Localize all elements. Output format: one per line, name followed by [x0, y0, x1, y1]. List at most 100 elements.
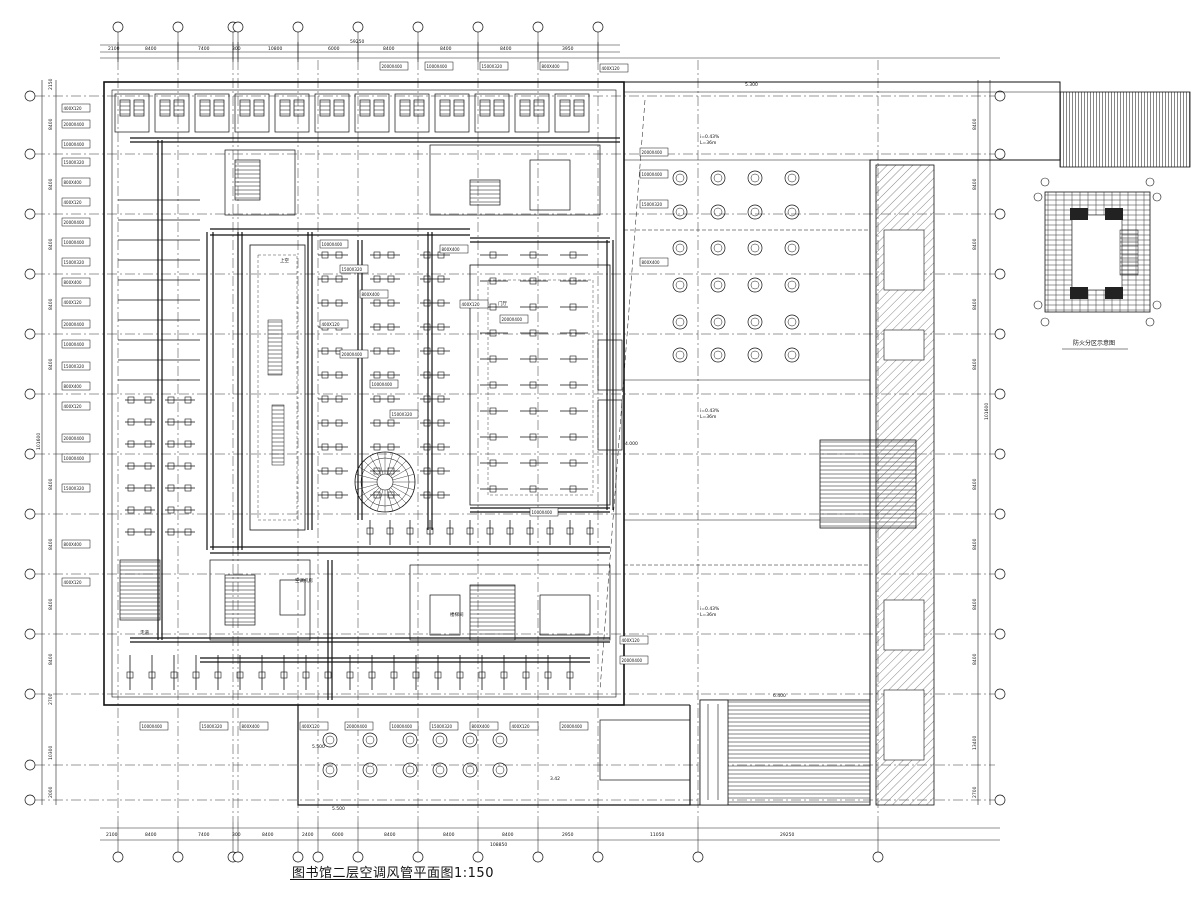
diffuser — [387, 347, 395, 355]
dim-right-3: 8400 — [972, 238, 978, 250]
bottom-axis-bubbles — [112, 822, 884, 863]
diffuser — [127, 528, 135, 536]
duct-callout: 800X400 — [639, 257, 669, 267]
ahu-room — [514, 93, 550, 133]
diffuser — [486, 527, 494, 535]
duct-callout-text: 1000X400 — [532, 510, 553, 515]
duct-callout: 1500X320 — [61, 361, 91, 371]
east-core-hatch — [819, 164, 935, 806]
duct-callout-text: 800X400 — [362, 292, 380, 297]
diffuser — [280, 671, 288, 679]
dim-right-9: 8400 — [972, 653, 978, 665]
stair-tread — [377, 489, 384, 512]
hall-column-inner — [750, 207, 760, 217]
bottom-dimension-labels: 2100 8400 7400 300 8400 2400 6000 8400 8… — [106, 832, 794, 848]
diffuser — [127, 418, 135, 426]
duct-callout-text: 2000X400 — [562, 724, 583, 729]
duct-callout-box — [61, 381, 91, 391]
duct-callout-text: 1000X400 — [372, 382, 393, 387]
level-l5: 4.000 — [625, 441, 638, 447]
stair-tread — [391, 466, 412, 479]
duct-callout-box — [61, 577, 91, 587]
duct-callout-text: 1000X400 — [64, 142, 85, 147]
bottom-dimension-chain — [100, 827, 1000, 841]
hall-column — [747, 170, 763, 186]
duct-callout-box — [639, 199, 669, 209]
diffuser — [324, 671, 332, 679]
hall-column-inner — [675, 207, 685, 217]
hall-column-inner — [750, 173, 760, 183]
diffuser — [529, 381, 537, 389]
diffuser — [489, 329, 497, 337]
hall-column — [784, 314, 800, 330]
inset-axis-bubble — [1152, 192, 1162, 202]
room-label-ahu: 空调机房 — [295, 577, 313, 584]
diffuser — [387, 275, 395, 283]
inset-axis-bubble — [1040, 317, 1050, 327]
diffuser — [529, 407, 537, 415]
hall-column — [672, 277, 688, 293]
podium-column-inner — [495, 735, 505, 745]
duct-callout-box — [61, 401, 91, 411]
dim-left-4: 8400 — [48, 238, 54, 250]
hall-column-inner — [675, 243, 685, 253]
air-diffusers — [126, 251, 594, 679]
duct-callout: 1000X400 — [319, 239, 349, 249]
diffuser — [321, 419, 329, 427]
top-dimension-labels: 2100 8400 7400 300 10800 6000 8400 8400 … — [108, 39, 574, 52]
stair-tread — [363, 487, 380, 504]
diffuser — [144, 418, 152, 426]
diffuser — [373, 299, 381, 307]
right-axis-bubble — [994, 328, 1006, 340]
duct-callout-box — [529, 507, 559, 517]
duct-callout-text: 2000X400 — [64, 322, 85, 327]
duct-callout-text: 400X120 — [64, 580, 82, 585]
dim-left-3: 8400 — [48, 178, 54, 190]
duct-callout: 800X400 — [61, 277, 91, 287]
diffuser — [236, 671, 244, 679]
left-axis-bubble — [24, 148, 36, 160]
duct-callout-text: 400X120 — [64, 106, 82, 111]
top-axis-bubble — [232, 21, 244, 33]
diffuser — [489, 381, 497, 389]
dim-right-6: 8400 — [972, 478, 978, 490]
duct-callout-text: 800X400 — [64, 280, 82, 285]
duct-callout: 800X400 — [61, 539, 91, 549]
roof-platform — [1059, 91, 1191, 168]
diffuser — [321, 275, 329, 283]
duct-callout-text: 1500X320 — [342, 267, 363, 272]
right-axis-bubble — [994, 508, 1006, 520]
dim-left-8: 8400 — [48, 538, 54, 550]
hall-column-inner — [675, 173, 685, 183]
duct-callout-box — [439, 244, 469, 254]
diffuser — [335, 491, 343, 499]
duct-callout: 1500X320 — [61, 483, 91, 493]
diffuser — [423, 443, 431, 451]
inset-axis-bubble — [1145, 317, 1155, 327]
diffuser — [335, 419, 343, 427]
duct-callout-text: 400X120 — [622, 638, 640, 643]
duct-callout-box — [61, 119, 91, 129]
diffuser — [423, 491, 431, 499]
podium-column-inner — [465, 735, 475, 745]
diffuser — [127, 396, 135, 404]
duct-callout-box — [61, 339, 91, 349]
duct-callout-box — [389, 721, 419, 731]
diffuser — [321, 491, 329, 499]
diffuser — [373, 371, 381, 379]
ahu-room — [354, 93, 390, 133]
diffuser — [321, 467, 329, 475]
diffuser — [569, 329, 577, 337]
fire-zone-inset: 防火分区示意图 — [1044, 191, 1151, 350]
duct-callout-text: 1500X320 — [392, 412, 413, 417]
drawing-title: 图书馆二层空调风管平面图1:150 — [292, 866, 494, 881]
dim-right-1: 8400 — [972, 118, 978, 130]
dim-top-9: 8400 — [500, 46, 512, 52]
title-underline — [290, 879, 450, 880]
right-axis-bubble — [994, 90, 1006, 102]
diffuser — [489, 277, 497, 285]
note-length-3: L=36m — [700, 612, 716, 618]
duct-callout-box — [509, 721, 539, 731]
diffuser — [167, 396, 175, 404]
